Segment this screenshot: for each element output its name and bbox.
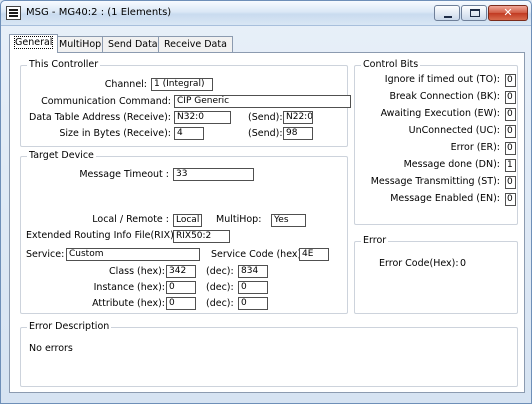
service-label: Service: bbox=[26, 249, 65, 260]
message-timeout-field[interactable]: 33 bbox=[173, 168, 254, 181]
control-bit-label: Awaiting Execution (EW): bbox=[380, 108, 500, 119]
control-bit-value[interactable]: 0 bbox=[505, 142, 516, 155]
tab-send-data-label: Send Data bbox=[108, 39, 158, 50]
error-code-value: 0 bbox=[460, 258, 467, 269]
this-controller-legend: This Controller bbox=[27, 59, 101, 70]
control-bit-label: Message Transmitting (ST): bbox=[370, 176, 500, 187]
size-send-field[interactable]: 98 bbox=[283, 127, 313, 140]
data-table-address-label: Data Table Address (Receive): bbox=[29, 112, 171, 123]
error-group: Error Error Code(Hex): 0 bbox=[354, 235, 518, 314]
tab-multihop[interactable]: MultiHop bbox=[53, 36, 108, 52]
control-bit-value[interactable]: 0 bbox=[505, 91, 516, 104]
error-description-legend: Error Description bbox=[27, 321, 112, 332]
title-bar[interactable]: MSG - MG40:2 : (1 Elements) ✕ bbox=[1, 1, 531, 26]
this-controller-group: This Controller Channel: 1 (Integral) Co… bbox=[20, 59, 351, 147]
control-bit-value[interactable]: 0 bbox=[505, 176, 516, 189]
target-device-legend: Target Device bbox=[27, 150, 96, 161]
comm-command-label: Communication Command: bbox=[41, 96, 171, 107]
close-button[interactable]: ✕ bbox=[488, 5, 528, 21]
instance-hex-field[interactable]: 0 bbox=[166, 281, 196, 294]
close-icon: ✕ bbox=[503, 6, 513, 19]
local-remote-label: Local / Remote : bbox=[92, 214, 169, 225]
routing-info-field[interactable]: RIX50:2 bbox=[173, 230, 230, 243]
error-description-group: Error Description No errors bbox=[20, 321, 518, 387]
instance-dec-field[interactable]: 0 bbox=[238, 281, 268, 294]
routing-info-label: Extended Routing Info File(RIX): bbox=[26, 230, 178, 241]
tab-send-data[interactable]: Send Data bbox=[102, 36, 164, 52]
size-send-label: (Send): bbox=[248, 128, 283, 139]
attribute-hex-field[interactable]: 0 bbox=[166, 297, 196, 310]
tab-receive-data[interactable]: Receive Data bbox=[158, 36, 233, 52]
message-app-icon bbox=[6, 6, 21, 20]
control-bit-label: Ignore if timed out (TO): bbox=[384, 74, 500, 85]
class-hex-field[interactable]: 342 bbox=[166, 265, 196, 278]
local-remote-field[interactable]: Local bbox=[173, 214, 202, 227]
error-legend: Error bbox=[361, 235, 389, 246]
channel-label: Channel: bbox=[104, 79, 147, 90]
maximize-button[interactable] bbox=[461, 5, 487, 21]
class-hex-label: Class (hex): bbox=[109, 266, 165, 277]
tab-general[interactable]: General bbox=[9, 34, 59, 53]
control-bit-label: Error (ER): bbox=[450, 142, 500, 153]
instance-dec-label: (dec): bbox=[206, 282, 234, 293]
minimize-icon bbox=[444, 16, 452, 18]
size-in-bytes-label: Size in Bytes (Receive): bbox=[59, 128, 171, 139]
control-bit-label: UnConnected (UC): bbox=[408, 125, 500, 136]
attribute-hex-label: Attribute (hex): bbox=[92, 298, 165, 309]
window-title: MSG - MG40:2 : (1 Elements) bbox=[26, 7, 172, 18]
general-tab-panel: This Controller Channel: 1 (Integral) Co… bbox=[9, 52, 525, 393]
control-bit-label: Break Connection (BK): bbox=[389, 91, 500, 102]
service-field[interactable]: Custom bbox=[66, 248, 200, 261]
class-dec-field[interactable]: 834 bbox=[238, 265, 268, 278]
comm-command-field[interactable]: CIP Generic bbox=[174, 95, 351, 108]
multihop-label: MultiHop: bbox=[216, 214, 262, 225]
control-bit-value[interactable]: 0 bbox=[505, 193, 516, 206]
service-code-label: Service Code (hex): bbox=[211, 249, 305, 260]
data-table-receive-field[interactable]: N32:0 bbox=[174, 111, 231, 124]
class-dec-label: (dec): bbox=[206, 266, 234, 277]
data-table-send-label: (Send): bbox=[248, 112, 283, 123]
control-bits-legend: Control Bits bbox=[361, 59, 421, 70]
error-code-label: Error Code(Hex): bbox=[379, 258, 459, 269]
tab-multihop-label: MultiHop bbox=[59, 39, 102, 50]
service-code-field[interactable]: 4E bbox=[299, 248, 329, 261]
attribute-dec-label: (dec): bbox=[206, 298, 234, 309]
multihop-field[interactable]: Yes bbox=[271, 214, 306, 227]
instance-hex-label: Instance (hex): bbox=[93, 282, 165, 293]
control-bit-label: Message done (DN): bbox=[403, 159, 500, 170]
tab-receive-data-label: Receive Data bbox=[164, 39, 227, 50]
control-bits-group: Control Bits Ignore if timed out (TO): 0… bbox=[354, 59, 518, 225]
size-receive-field[interactable]: 4 bbox=[174, 127, 204, 140]
message-timeout-label: Message Timeout : bbox=[79, 169, 169, 180]
control-bit-value[interactable]: 0 bbox=[505, 125, 516, 138]
maximize-icon bbox=[470, 9, 480, 17]
control-bit-value[interactable]: 1 bbox=[505, 159, 516, 172]
control-bit-value[interactable]: 0 bbox=[505, 108, 516, 121]
channel-field[interactable]: 1 (Integral) bbox=[151, 78, 213, 91]
data-table-send-field[interactable]: N22:0 bbox=[283, 111, 313, 124]
error-description-text: No errors bbox=[29, 343, 73, 354]
minimize-button[interactable] bbox=[434, 5, 460, 21]
tab-general-label: General bbox=[13, 36, 54, 49]
attribute-dec-field[interactable]: 0 bbox=[238, 297, 268, 310]
target-device-group: Target Device Message Timeout : 33 Local… bbox=[20, 150, 348, 314]
control-bit-label: Message Enabled (EN): bbox=[390, 193, 500, 204]
control-bit-value[interactable]: 0 bbox=[505, 74, 516, 87]
